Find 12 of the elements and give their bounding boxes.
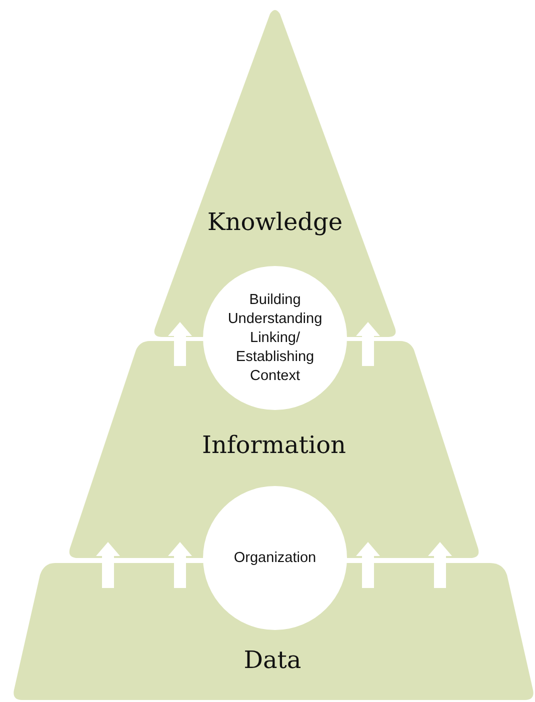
tier-label: Information (200, 431, 348, 459)
arrow (356, 542, 380, 588)
arrow (168, 322, 192, 366)
process-label: Building Understanding (226, 290, 324, 328)
tier-label: Knowledge (206, 208, 344, 236)
arrow (96, 542, 120, 588)
arrow (428, 542, 452, 588)
tier-label: Data (242, 646, 302, 674)
arrow (356, 322, 380, 366)
arrow (168, 542, 192, 588)
process-label: Linking/ Establishing Context (234, 328, 316, 386)
process-label: Organization (232, 548, 318, 568)
